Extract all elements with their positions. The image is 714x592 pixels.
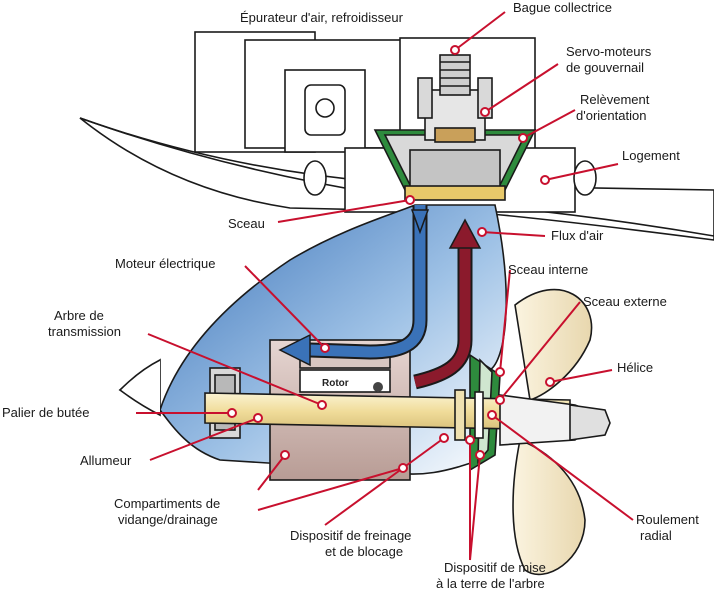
label-moteur-electrique: Moteur électrique [115, 256, 215, 271]
label-mise-terre-line1: Dispositif de mise [444, 560, 546, 575]
label-compartiments-line2: vidange/drainage [118, 512, 218, 527]
label-servo-line2: de gouvernail [566, 60, 644, 75]
label-bague-collectrice: Bague collectrice [513, 0, 612, 15]
airflow-down-arrow [309, 205, 426, 358]
label-relevement-line1: Relèvement [580, 92, 650, 107]
rotor [299, 369, 391, 393]
label-sceau: Sceau [228, 216, 265, 231]
labels: Épurateur d'air, refroidisseur Bague col… [2, 0, 699, 591]
propeller-blade-bottom [512, 438, 586, 576]
label-roulement-line2: radial [640, 528, 672, 543]
label-sceau-externe: Sceau externe [583, 294, 667, 309]
label-allumeur: Allumeur [80, 453, 132, 468]
label-sceau-interne: Sceau interne [508, 262, 588, 277]
label-arbre-line2: transmission [48, 324, 121, 339]
airflow-arrows [278, 205, 482, 390]
rotor-marker [373, 382, 383, 392]
label-freinage-line2: et de blocage [325, 544, 403, 559]
label-compartiments-line1: Compartiments de [114, 496, 220, 511]
callout-dots [227, 45, 555, 473]
propeller-blade-top [514, 288, 593, 402]
label-relevement-line2: d'orientation [576, 108, 646, 123]
label-helice: Hélice [617, 360, 653, 375]
label-flux-air: Flux d'air [551, 228, 604, 243]
rotor-label: Rotor [322, 378, 349, 389]
label-servo-line1: Servo-moteurs [566, 44, 652, 59]
label-epurateur: Épurateur d'air, refroidisseur [240, 10, 404, 25]
leader-lines [136, 11, 634, 561]
label-arbre-line1: Arbre de [54, 308, 104, 323]
label-palier-butee: Palier de butée [2, 405, 89, 420]
label-roulement-line1: Roulement [636, 512, 699, 527]
label-mise-terre-line2: à la terre de l'arbre [436, 576, 545, 591]
slip-ring-assembly [373, 54, 537, 201]
label-logement: Logement [622, 148, 680, 163]
label-freinage-line1: Dispositif de freinage [290, 528, 411, 543]
airflow-up-arrow [413, 245, 471, 388]
propeller [499, 288, 611, 576]
